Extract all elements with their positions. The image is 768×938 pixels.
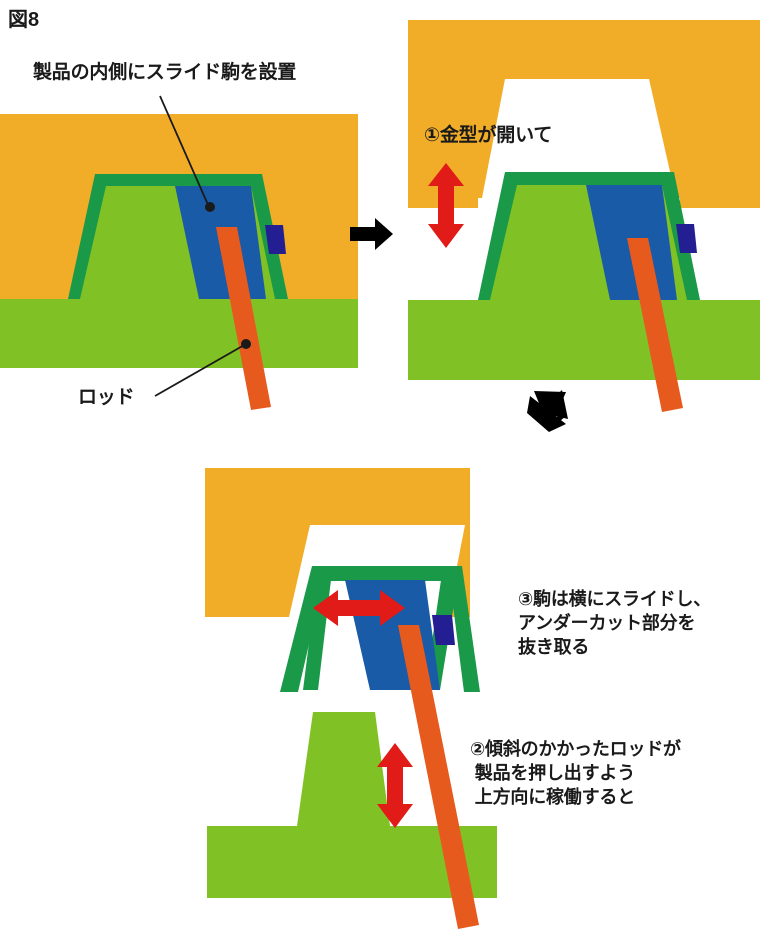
undercut-tab-p2: [676, 224, 697, 253]
slide-arrow-icon: [313, 590, 405, 626]
annotation-step-2: ②傾斜のかかったロッドが 製品を押し出すよう 上方向に稼働すると: [470, 739, 681, 807]
mold-block-orange-p3: [205, 468, 470, 617]
flow-arrow-down-left-icon: [527, 390, 568, 432]
product-shell-right-wall-p3: [448, 566, 480, 692]
annotation-step-3: ③駒は横にスライドし、 アンダーカット部分を 抜き取る: [518, 589, 712, 657]
annotation-step-1: ①金型が開いて: [424, 125, 553, 146]
figure-title: 図8: [8, 9, 40, 31]
mold-open-arrow-icon: [428, 163, 464, 248]
ejector-rod-p3: [398, 625, 479, 929]
product-body-p3: [297, 712, 390, 826]
mold-base-green-p2: [408, 300, 760, 380]
undercut-tab-p3: [432, 615, 455, 645]
leader-dot-slide-block: [205, 202, 215, 212]
leader-line-rod: [154, 343, 247, 397]
eject-arrow-icon: [377, 743, 413, 828]
mold-block-orange-p2: [408, 20, 760, 208]
panel-1-closed-mold: [0, 95, 358, 410]
annotation-slide-block: 製品の内側にスライド駒を設置: [33, 62, 297, 83]
undercut-tab-p1: [265, 225, 286, 254]
panel-2-mold-open: [408, 20, 760, 412]
ejector-rod-p1: [216, 227, 271, 410]
product-shell-left-wall-p3: [280, 566, 327, 692]
annotation-rod: ロッド: [78, 387, 135, 408]
mold-base-green-p1: [0, 299, 358, 368]
ejector-rod-p2: [627, 238, 683, 412]
leader-line-slide-block: [159, 95, 210, 208]
leader-dot-rod: [241, 339, 251, 349]
panel-3-ejection: [205, 468, 497, 929]
product-shell-top-p3: [312, 566, 462, 581]
flow-arrow-right-icon: [350, 218, 393, 250]
